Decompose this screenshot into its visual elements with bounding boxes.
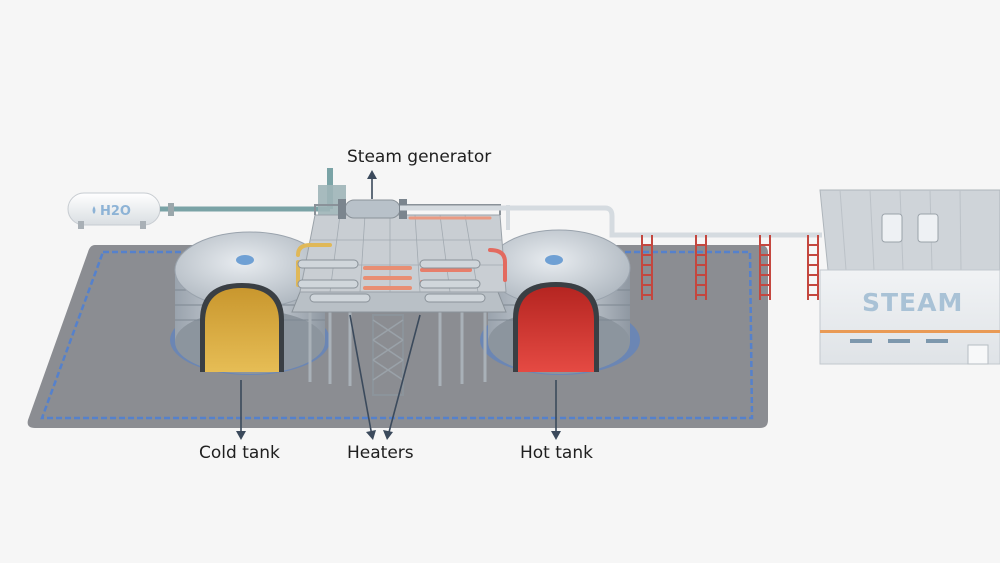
water-tank: H2O xyxy=(67,192,161,229)
cold-tank-label: Cold tank xyxy=(199,443,280,463)
heaters xyxy=(296,216,507,303)
heaters-label: Heaters xyxy=(347,443,414,463)
ladder xyxy=(641,235,653,300)
ladder xyxy=(695,235,707,300)
h2o-label: H2O xyxy=(100,204,131,219)
ladder xyxy=(807,235,819,300)
building-sign: STEAM xyxy=(862,288,963,317)
hot-tank-arrow xyxy=(551,380,561,440)
steam-generator xyxy=(338,199,407,219)
hot-fluid xyxy=(518,287,594,372)
steam-pipe xyxy=(400,205,822,238)
cold-fluid xyxy=(205,288,279,372)
heater-arrow-left xyxy=(349,314,376,440)
hot-tank xyxy=(480,229,640,375)
cold-tank-arrow xyxy=(236,380,246,440)
ladders xyxy=(641,235,819,300)
stair-tower xyxy=(372,314,404,396)
heater-arrow-right xyxy=(383,314,421,440)
steam-generator-label: Steam generator xyxy=(347,147,492,167)
steam-building: STEAM xyxy=(819,189,1000,365)
steam-generator-arrow xyxy=(367,170,377,199)
hot-tank-label: Hot tank xyxy=(520,443,593,463)
ladder xyxy=(759,235,771,300)
roof-vents xyxy=(881,213,939,243)
water-pipe xyxy=(160,168,346,221)
leader-lines xyxy=(236,170,561,440)
